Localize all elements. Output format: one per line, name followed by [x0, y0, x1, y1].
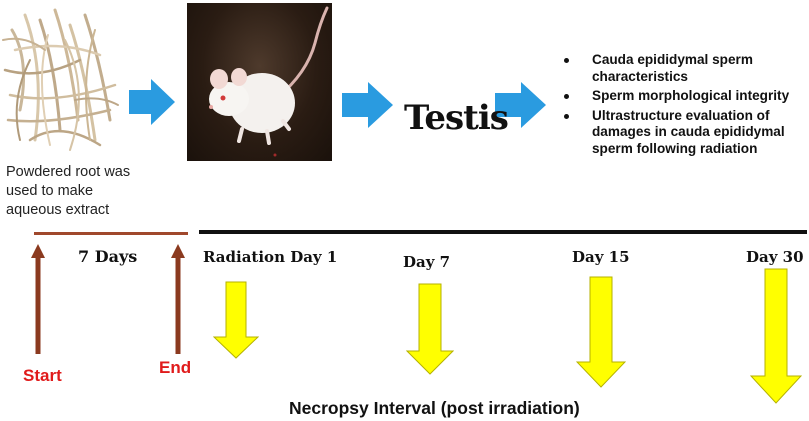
analysis-item-line: characteristics: [592, 68, 688, 84]
analysis-item: Ultrastructure evaluation of damages in …: [556, 108, 806, 158]
end-label: End: [159, 358, 192, 377]
bullet-icon: [564, 58, 569, 63]
mouse-icon: [209, 6, 329, 157]
end-arrow-icon: [171, 244, 185, 354]
analysis-item-line: Cauda epididymal sperm: [592, 52, 753, 67]
root-caption: Powdered root was used to make aqueous e…: [6, 163, 130, 220]
pretreatment-duration: 7 Days: [78, 247, 138, 266]
process-arrow-icon: [342, 82, 393, 128]
bullet-icon: [564, 113, 569, 119]
process-arrow-shape: [342, 82, 393, 128]
process-arrow-shape: [495, 82, 546, 128]
start-label: Start: [23, 366, 62, 385]
root-caption-line: Powdered root was: [6, 164, 131, 180]
timepoint-label: Radiation Day 1: [203, 248, 338, 266]
process-arrow-icon: [495, 82, 546, 128]
organ-label: Testis: [404, 98, 509, 138]
analysis-item: Sperm morphological integrity: [556, 88, 806, 105]
mouse-image: [187, 3, 332, 161]
analysis-item-line: damages in cauda epididymal: [592, 124, 785, 139]
root-caption-line: aqueous extract: [6, 202, 110, 218]
timepoint-label: Day 15: [572, 248, 630, 266]
analysis-list: Cauda epididymal sperm characteristics S…: [556, 52, 806, 160]
pretreatment-line: [34, 232, 188, 235]
analysis-item: Cauda epididymal sperm characteristics: [556, 52, 806, 85]
necropsy-arrow-icon: [750, 268, 802, 404]
analysis-item-line: sperm following radiation: [592, 140, 758, 156]
timepoint-label: Day 7: [403, 253, 451, 271]
necropsy-arrow-icon: [406, 283, 454, 375]
analysis-item-line: Sperm morphological integrity: [592, 88, 790, 103]
necropsy-title: Necropsy Interval (post irradiation): [289, 398, 580, 418]
necropsy-arrow-icon: [576, 276, 626, 388]
timepoint-label: Day 30: [746, 248, 804, 266]
process-arrow-shape: [129, 79, 175, 125]
bullet-icon: [564, 94, 569, 99]
analysis-item-line: Ultrastructure evaluation of: [592, 107, 770, 123]
necropsy-arrow-icon: [213, 281, 259, 359]
timeline-line: [199, 230, 807, 234]
root-caption-line: used to make: [6, 183, 94, 199]
process-arrow-icon: [129, 79, 175, 125]
start-arrow-icon: [31, 244, 45, 354]
root-icon: [2, 8, 119, 151]
powdered-root-image: [0, 0, 122, 152]
